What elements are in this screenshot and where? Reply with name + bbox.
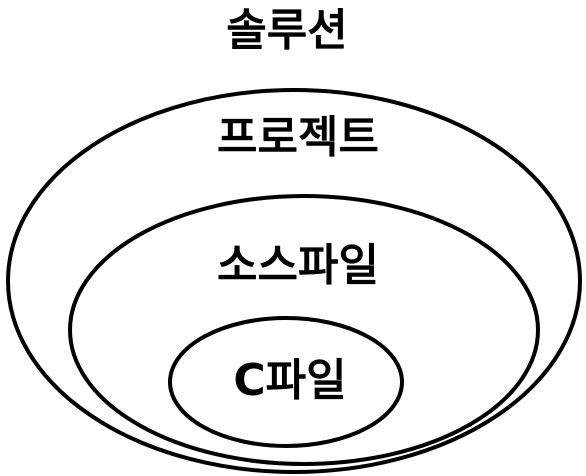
solution-label: 솔루션 [226,5,347,56]
c-file-label: C파일 [233,355,346,406]
project-label: 프로젝트 [217,112,379,163]
source-file-ellipse [68,194,540,466]
source-file-label: 소스파일 [217,240,379,291]
project-ellipse [6,88,582,474]
c-file-ellipse [168,316,404,448]
